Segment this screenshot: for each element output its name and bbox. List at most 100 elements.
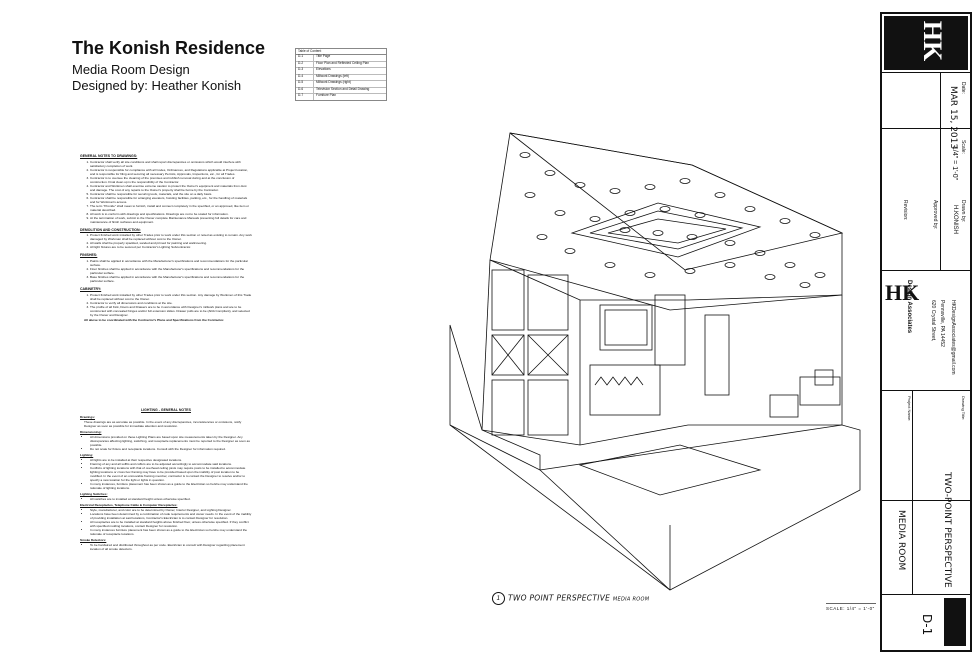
cabinetry-note: Protect finished work installed by other…: [90, 293, 252, 301]
toc-name: Millwork Drawings (right): [316, 80, 351, 85]
lighting-note: Framing of any and all soffits and coffe…: [90, 462, 252, 466]
recessed-light: [744, 206, 756, 212]
revision-label: Revision:: [902, 200, 908, 221]
lighting-note: All lights are to be installed at their …: [90, 458, 252, 462]
lighting-heading: LIGHTING - GENERAL NOTES: [141, 408, 191, 412]
smoke-label: Smoke Detectors:: [80, 537, 107, 542]
toc-name: Floor Plan and Reflected Ceiling Plan: [316, 60, 369, 65]
general-notes: GENERAL NOTES TO DRAWINGS: Contractor sh…: [80, 150, 252, 323]
back-door: [704, 314, 730, 396]
title-block: [880, 12, 972, 652]
drawing-scale: SCALE: 1/4" = 1'-0": [826, 606, 875, 611]
x-rack-left: [491, 334, 525, 376]
recessed-light: [694, 212, 706, 218]
dimensioning-note: All dimensions provided on these Lightin…: [90, 435, 252, 447]
general-note-item: Contractor shall be responsible for secu…: [90, 192, 252, 196]
finish-note: Base finishes shall be applied in accord…: [90, 275, 252, 283]
project-name: MEDIA ROOM: [896, 510, 906, 571]
firm-logo: HK: [885, 280, 920, 305]
recessed-light: [764, 274, 776, 280]
general-note-item: The term "Provide" shall mean to furnish…: [90, 204, 252, 212]
recessed-light: [609, 188, 621, 194]
recessed-light: [679, 178, 691, 184]
drawing-title-label: Drawing Title:: [961, 396, 966, 421]
recessed-light: [784, 262, 796, 268]
lighting-note: In many instances, furniture placement h…: [90, 482, 252, 490]
logo-block: HK: [884, 16, 968, 70]
general-note-item: Contractor shall be responsible for arra…: [90, 196, 252, 204]
general-notes-heading: GENERAL NOTES TO DRAWINGS:: [80, 154, 138, 158]
cutaway-base-edge: [449, 424, 671, 591]
firm-name: Design Associates: [906, 280, 912, 334]
dimensioning-label: Dimensioning:: [80, 429, 102, 434]
recessed-light: [724, 240, 736, 246]
recessed-light: [604, 262, 616, 268]
recessed-light: [684, 268, 696, 274]
finishes-heading: FINISHES:: [80, 253, 98, 258]
area-rug: [578, 444, 762, 496]
finishes-list: Paints shall be applied in accordance wi…: [80, 259, 252, 283]
recessed-light: [536, 234, 548, 240]
divider: [940, 72, 941, 270]
cutaway-front: [539, 424, 861, 591]
lighting-label: Lighting:: [80, 452, 94, 457]
recessed-light: [652, 230, 664, 236]
drawn-label: Drawn by:: [960, 200, 966, 223]
divider: [882, 72, 970, 73]
firm-address-1: 620 Crystal Street,: [930, 300, 936, 342]
fireplace-console: [589, 364, 661, 416]
recessed-lights: [519, 152, 826, 288]
ceiling-soffit: [489, 132, 843, 311]
recessed-light: [644, 184, 656, 190]
divider: [882, 270, 970, 271]
coffer-inner: [607, 218, 727, 244]
console-pattern: [594, 376, 644, 386]
demolition-note: All walls shall be properly spackled, sa…: [90, 241, 252, 245]
demolition-note: All light fixtures are to be secured per…: [90, 245, 252, 249]
general-note-item: All work is to conform with drawings and…: [90, 212, 252, 216]
recessed-light: [524, 192, 536, 198]
toc-code: D-3: [296, 68, 314, 74]
recessed-light: [779, 218, 791, 224]
dimensioning-list: All dimensions provided on these Lightin…: [80, 435, 252, 451]
general-notes-list: Contractor shall verify all site conditi…: [80, 160, 252, 224]
toc-code: D-4: [296, 74, 314, 81]
switches-note: All switches are to installed at standar…: [90, 497, 252, 501]
recessed-light: [814, 272, 826, 278]
dimensioning-note: Do not scale for fixture and receptacle …: [90, 447, 252, 451]
project-subtitle: Media Room Design: [72, 62, 190, 77]
left-upper-cabinet-2: [527, 274, 569, 331]
recessed-light: [574, 182, 586, 188]
coordination-note: All above to be coordinated with the Con…: [84, 317, 225, 322]
television: [599, 304, 653, 351]
designer-credit: Designed by: Heather Konish: [72, 78, 242, 93]
lighting-list: All lights are to be installed at their …: [80, 458, 252, 490]
general-note-item: Contractor shall verify all site conditi…: [90, 160, 252, 168]
floor-line: [481, 424, 842, 446]
demolition-note: Protect finished work installed by other…: [90, 233, 252, 241]
receptacle-note: All receptacles are to be installed at s…: [90, 520, 252, 528]
toc-name: Elevations: [316, 67, 331, 72]
receptacle-note: Style, manufacturer, and color are to be…: [90, 508, 252, 512]
divider: [912, 390, 913, 594]
recessed-light: [809, 232, 821, 238]
recessed-light: [754, 250, 766, 256]
project-title: The Konish Residence: [72, 38, 266, 58]
armchair: [799, 376, 841, 406]
armchair-back: [814, 369, 834, 386]
toc-code: D-7: [296, 94, 314, 100]
scale-value: 1/4" = 1'-0": [951, 146, 958, 181]
receptacle-note: Locations have been determined by a comb…: [90, 512, 252, 520]
recessed-light: [799, 282, 811, 288]
scale-label: Scale:: [960, 140, 966, 154]
coffer-outer: [570, 202, 762, 258]
receptacle-note: In many instances furniture placement ha…: [90, 528, 252, 536]
cutaway-left: [449, 324, 541, 471]
caption-title: TWO POINT PERSPECTIVE: [508, 593, 611, 603]
drawn-value: H.KONISH: [952, 205, 958, 235]
drawings-note: These drawings are as accurate as possib…: [84, 419, 242, 428]
